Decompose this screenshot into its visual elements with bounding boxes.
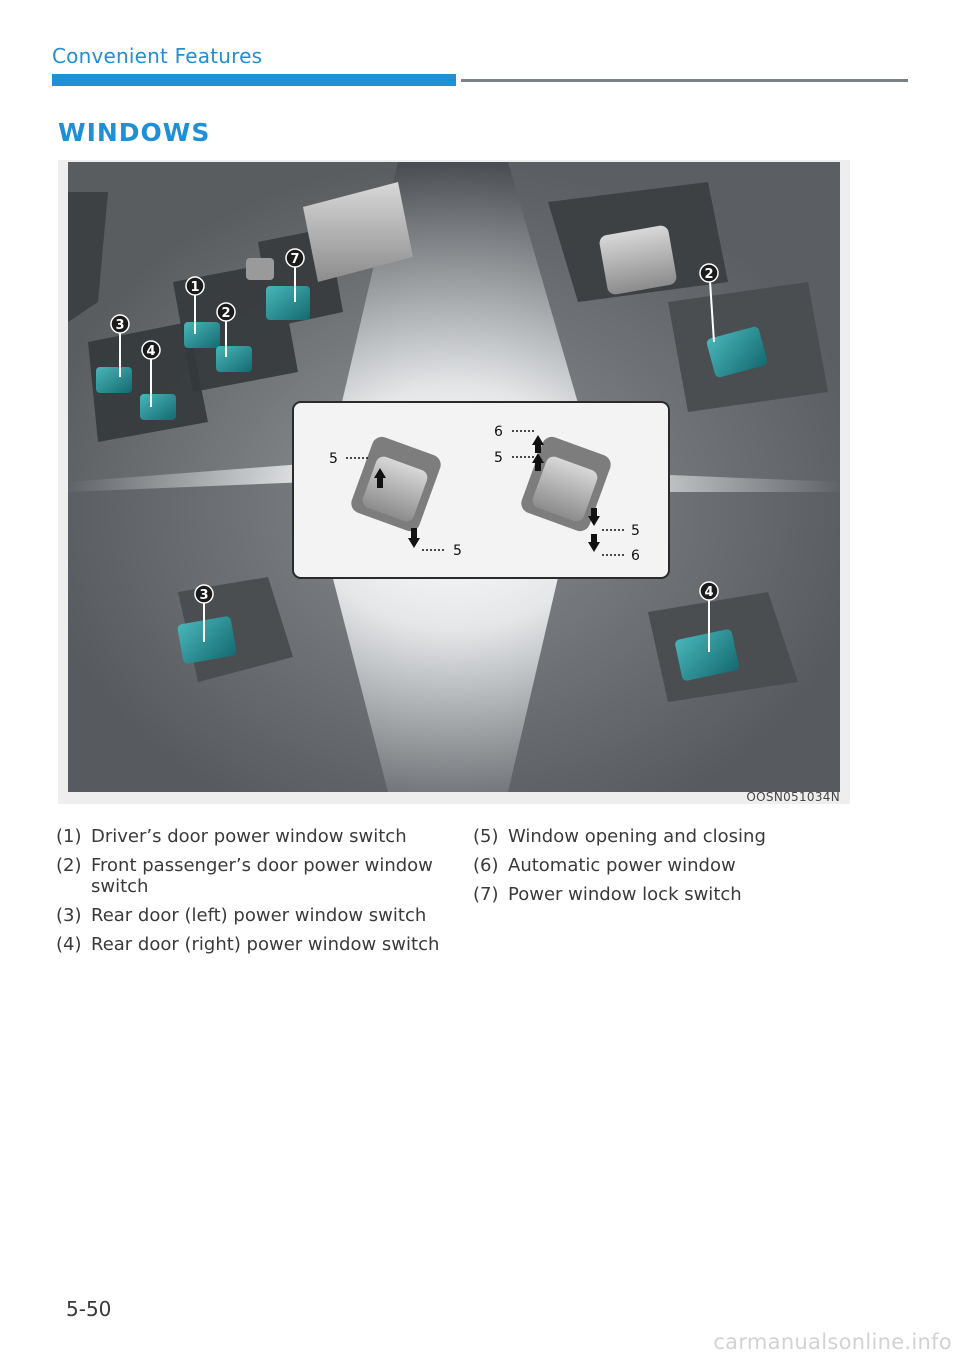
legend-number: (3)	[56, 905, 82, 926]
watermark: carmanualsonline.info	[713, 1330, 952, 1354]
inset-label-a5-up: 5	[329, 451, 338, 467]
page-number: 5-50	[66, 1297, 112, 1321]
inset-label-b6-down: 6	[631, 548, 640, 564]
legend-right-column: (5) Window opening and closing (6) Autom…	[473, 826, 853, 913]
legend-item: (5) Window opening and closing	[473, 826, 853, 847]
legend-number: (4)	[56, 934, 82, 955]
legend-item: (2) Front passenger’s door power window …	[56, 855, 441, 897]
window-switch-illustration: 1 2 3 4 7 2 3 4	[68, 162, 840, 792]
callout-2: 2	[221, 306, 230, 321]
inset-label-b5-down: 5	[631, 523, 640, 539]
legend-text: Automatic power window	[508, 855, 736, 876]
switch-operation-inset: 5 5 6 5 5 6	[292, 401, 670, 579]
callout-rear-3: 3	[199, 588, 208, 603]
callout-3: 3	[115, 318, 124, 333]
callout-7: 7	[290, 252, 299, 267]
legend-number: (5)	[473, 826, 499, 847]
inset-label-a5-down: 5	[453, 543, 462, 559]
figure-code: OOSN051034N	[746, 790, 840, 804]
legend-text: Driver’s door power window switch	[91, 826, 407, 847]
legend-text: Rear door (right) power window switch	[91, 934, 440, 955]
callout-passenger-2: 2	[704, 267, 713, 282]
legend-left-column: (1) Driver’s door power window switch (2…	[56, 826, 441, 963]
legend-number: (1)	[56, 826, 82, 847]
legend-item: (3) Rear door (left) power window switch	[56, 905, 441, 926]
callout-1: 1	[190, 280, 199, 295]
legend-item: (7) Power window lock switch	[473, 884, 853, 905]
page-heading: WINDOWS	[58, 118, 211, 147]
inset-label-b5-up: 5	[494, 450, 503, 466]
callout-rear-4: 4	[704, 585, 713, 600]
header-rule-divider	[461, 79, 908, 82]
legend-item: (4) Rear door (right) power window switc…	[56, 934, 441, 955]
legend-item: (6) Automatic power window	[473, 855, 853, 876]
section-title: Convenient Features	[52, 44, 263, 68]
legend-number: (6)	[473, 855, 499, 876]
inset-label-b6-up: 6	[494, 424, 503, 440]
legend-text: Rear door (left) power window switch	[91, 905, 427, 926]
legend-item: (1) Driver’s door power window switch	[56, 826, 441, 847]
legend-text: Power window lock switch	[508, 884, 742, 905]
callout-4: 4	[146, 344, 155, 359]
legend-number: (7)	[473, 884, 499, 905]
legend-number: (2)	[56, 855, 82, 876]
legend-text: Front passenger’s door power window swit…	[91, 855, 433, 897]
window-switch-figure: 1 2 3 4 7 2 3 4	[58, 160, 850, 804]
header-rule-accent	[52, 74, 456, 86]
legend-text: Window opening and closing	[508, 826, 766, 847]
